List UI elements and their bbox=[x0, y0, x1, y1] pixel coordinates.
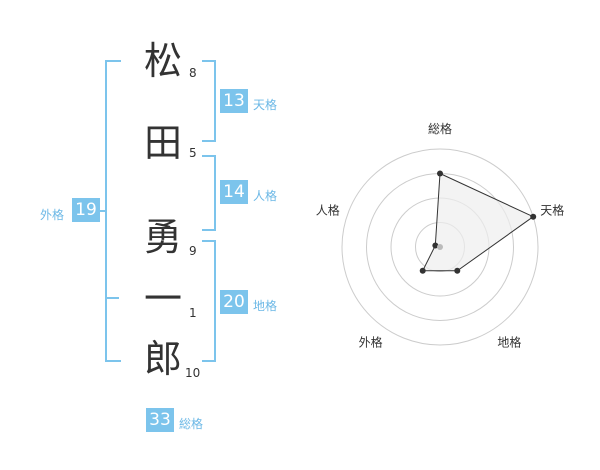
gaikaku-value: 19 bbox=[72, 198, 100, 222]
stroke-count-3: 9 bbox=[189, 244, 197, 258]
stroke-count-2: 5 bbox=[189, 146, 197, 160]
stroke-count-5: 10 bbox=[185, 366, 201, 380]
radar-axis-label: 総格 bbox=[428, 121, 452, 136]
radar-center-dot bbox=[437, 244, 443, 250]
jinkaku-label: 人格 bbox=[253, 189, 278, 203]
gaikaku-bracket bbox=[105, 60, 121, 362]
radar-point bbox=[437, 170, 443, 177]
name-char-5: 郎 bbox=[143, 337, 182, 381]
radar-area bbox=[421, 172, 535, 272]
radar-point bbox=[432, 242, 439, 249]
tenkaku-value: 13 bbox=[220, 89, 248, 113]
radar-ring bbox=[341, 148, 539, 346]
jinkaku-bracket bbox=[202, 155, 216, 231]
radar-axis-label: 外格 bbox=[359, 334, 383, 349]
soukaku-value: 33 bbox=[146, 408, 174, 432]
name-char-4: 一 bbox=[143, 277, 182, 321]
radar-axis-label: 天格 bbox=[540, 203, 564, 218]
chikaku-bracket bbox=[202, 240, 216, 362]
radar-point bbox=[454, 267, 461, 274]
stroke-count-1: 8 bbox=[189, 66, 197, 80]
soukaku-label: 総格 bbox=[179, 417, 204, 431]
radar-point bbox=[419, 267, 426, 274]
radar-axis-label: 人格 bbox=[316, 203, 340, 218]
chikaku-value: 20 bbox=[220, 290, 248, 314]
chikaku-label: 地格 bbox=[253, 299, 278, 313]
tenkaku-label: 天格 bbox=[253, 98, 278, 112]
radar-point bbox=[530, 213, 537, 220]
name-char-1: 松 bbox=[143, 39, 182, 83]
gaikaku-bracket-divider bbox=[105, 297, 119, 299]
jinkaku-value: 14 bbox=[220, 180, 248, 204]
gaikaku-label: 外格 bbox=[40, 208, 65, 222]
name-char-2: 田 bbox=[143, 121, 182, 165]
name-char-3: 勇 bbox=[143, 215, 182, 259]
tenkaku-bracket bbox=[202, 60, 216, 142]
stroke-count-4: 1 bbox=[189, 306, 197, 320]
radar-axis-label: 地格 bbox=[497, 334, 521, 349]
